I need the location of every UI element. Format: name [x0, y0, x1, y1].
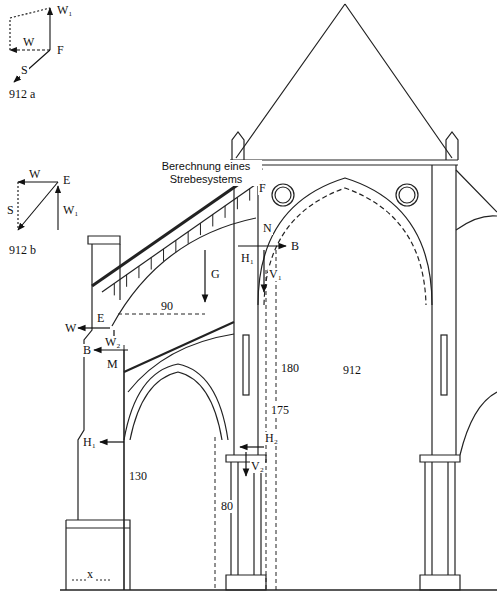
- figure-number: 912: [342, 364, 362, 377]
- point-label: F: [258, 182, 267, 195]
- force-label: V₁: [268, 268, 283, 281]
- force-label: W: [22, 36, 35, 49]
- force-label: H₁: [240, 252, 255, 265]
- tracery-bar: [114, 283, 115, 295]
- force-label: V₂: [250, 460, 265, 473]
- dimension-value: 130: [128, 470, 148, 483]
- force-label: S: [6, 204, 15, 217]
- drawing-title: Berechnung eines Strebesystems: [150, 160, 262, 186]
- figure-number: 912 b: [8, 244, 37, 257]
- dimension-value: 90: [160, 300, 174, 313]
- tracery-bar: [163, 249, 164, 261]
- dimension-value: 80: [220, 500, 234, 513]
- force-label: H₁: [82, 436, 97, 449]
- force-label: B: [82, 344, 92, 357]
- point-label: F: [56, 44, 65, 57]
- dimension-value: x: [86, 568, 94, 581]
- force-arrows: [78, 246, 286, 476]
- force-label: W: [64, 322, 77, 335]
- tracery-bar: [151, 258, 152, 270]
- dimension-value: 175: [270, 404, 290, 417]
- flyer-tracery: [114, 189, 249, 296]
- force-label: H₂: [264, 432, 279, 445]
- tracery-bar: [212, 214, 213, 226]
- tracery-bar: [126, 275, 127, 287]
- force-label: W₁: [56, 4, 74, 17]
- force-label: G: [210, 268, 221, 281]
- point-label: E: [96, 312, 105, 325]
- force-label: W₁: [62, 204, 80, 217]
- dimension-lines: [72, 250, 276, 590]
- force-label: W₂: [104, 336, 122, 349]
- tracery-bar: [138, 266, 139, 278]
- point-label: M: [106, 358, 119, 371]
- force-diagrams: [10, 8, 58, 230]
- dimension-value: 180: [280, 362, 300, 375]
- point-label: N: [262, 222, 273, 235]
- structure: [60, 4, 497, 590]
- tracery-bar: [175, 240, 176, 252]
- tracery-bar: [249, 189, 250, 201]
- tracery-bar: [237, 197, 238, 209]
- figure-number: 912 a: [8, 88, 36, 101]
- tracery-bar: [225, 206, 226, 218]
- tracery-bar: [188, 232, 189, 244]
- force-label: W: [28, 168, 41, 181]
- force-label: B: [290, 240, 300, 253]
- force-label: S: [20, 64, 29, 77]
- point-label: E: [62, 174, 71, 187]
- tracery-bar: [200, 223, 201, 235]
